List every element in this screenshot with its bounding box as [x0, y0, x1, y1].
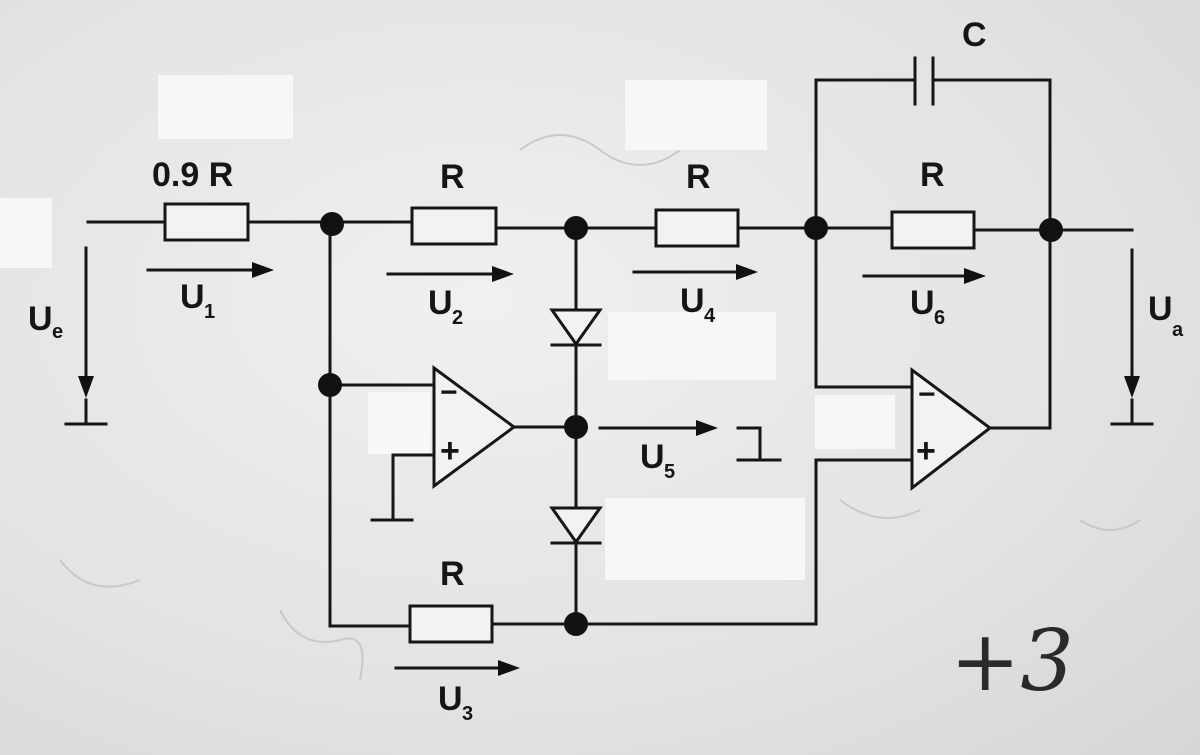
label-capacitor: C [962, 16, 987, 54]
svg-text:e: e [52, 321, 63, 343]
opamp-2-minus-sign: − [918, 378, 936, 411]
resistor-0-9r [163, 202, 250, 242]
svg-text:4: 4 [704, 305, 716, 327]
opamp-1-plus-sign: + [440, 432, 460, 470]
label-r3: R [440, 555, 465, 593]
svg-text:3: 3 [462, 703, 473, 725]
svg-text:U: U [180, 278, 205, 316]
voltage-arrows [64, 246, 1154, 676]
svg-text:U: U [680, 282, 705, 320]
svg-text:U: U [1148, 290, 1173, 328]
svg-text:6: 6 [934, 307, 945, 329]
label-r2: R [440, 158, 465, 196]
resistor-r6 [890, 210, 976, 250]
svg-text:2: 2 [452, 307, 463, 329]
svg-text:U: U [28, 300, 53, 338]
white-patches [0, 75, 895, 580]
label-ue: U e [28, 300, 63, 343]
svg-text:U: U [910, 284, 935, 322]
svg-text:U: U [428, 284, 453, 322]
label-ua: U a [1148, 290, 1184, 341]
svg-text:a: a [1172, 319, 1184, 341]
junction-dots [318, 212, 1063, 636]
handwritten-plus-3: +3 [950, 612, 1074, 710]
resistor-r2 [410, 206, 498, 246]
opamp-2-plus-sign: + [916, 432, 936, 470]
label-u5: U 5 [640, 438, 675, 483]
resistor-r4 [654, 208, 740, 248]
label-u6: U 6 [910, 284, 945, 329]
opamp-2: − + [910, 367, 993, 492]
diode-upper [549, 308, 603, 347]
diode-lower [549, 506, 603, 545]
capacitor [913, 56, 935, 106]
opamp-1: − + [432, 365, 517, 489]
svg-text:U: U [438, 680, 463, 718]
opamp-1-minus-sign: − [440, 376, 458, 409]
handwritten-note: +3 [950, 612, 1074, 710]
resistor-r3 [408, 604, 494, 644]
label-r4: R [686, 158, 711, 196]
svg-text:5: 5 [664, 461, 675, 483]
svg-text:U: U [640, 438, 665, 476]
wires [86, 78, 1134, 628]
label-u1: U 1 [180, 278, 215, 323]
label-u4: U 4 [680, 282, 716, 327]
background-scribbles [59, 134, 1141, 681]
label-0-9r: 0.9 R [152, 156, 233, 194]
label-r6: R [920, 156, 945, 194]
label-u3: U 3 [438, 680, 473, 725]
label-u2: U 2 [428, 284, 463, 329]
svg-text:1: 1 [204, 301, 215, 323]
